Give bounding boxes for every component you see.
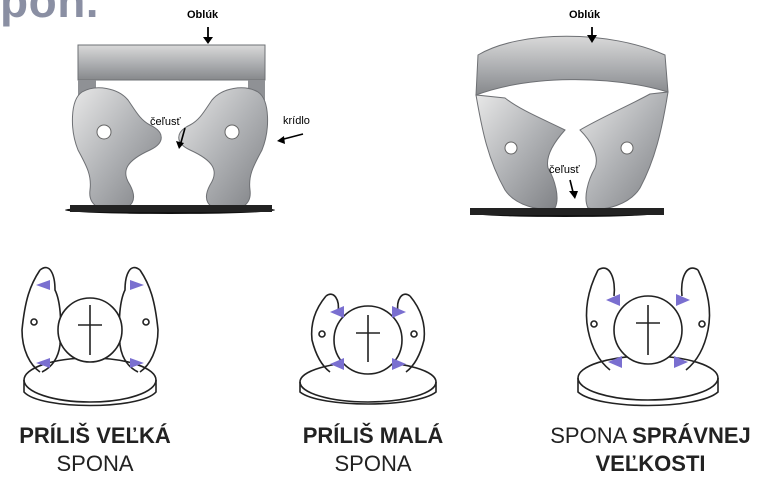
jaw-label-left: čeľusť (150, 116, 181, 128)
caption-correct-bold-1: SPRÁVNEJ (632, 423, 751, 448)
caption-too-small: PRÍLIŠ MALÁ SPONA (283, 422, 463, 478)
wingless-clamp-photo (470, 27, 668, 217)
caption-correct-normal: SPONA (550, 423, 626, 448)
arch-label-right: Oblúk (569, 9, 600, 21)
caption-too-small-normal: SPONA (283, 450, 463, 478)
wing-label: krídlo (283, 115, 310, 127)
caption-correct-bold-2: VEĽKOSTI (595, 451, 705, 476)
arch-label-left: Oblúk (187, 9, 218, 21)
clamp-correct-size-drawing (578, 268, 718, 405)
jaw-label-right: čeľusť (549, 164, 580, 176)
caption-too-large: PRÍLIŠ VEĽKÁ SPONA (0, 422, 190, 478)
caption-correct-size: SPONA SPRÁVNEJ VEĽKOSTI (540, 422, 761, 478)
caption-too-large-bold: PRÍLIŠ VEĽKÁ (19, 423, 171, 448)
clamp-too-small-drawing (300, 294, 436, 404)
winged-clamp-photo (65, 27, 303, 214)
caption-too-small-bold: PRÍLIŠ MALÁ (303, 423, 444, 448)
clamp-too-large-drawing (22, 268, 158, 406)
caption-too-large-normal: SPONA (0, 450, 190, 478)
